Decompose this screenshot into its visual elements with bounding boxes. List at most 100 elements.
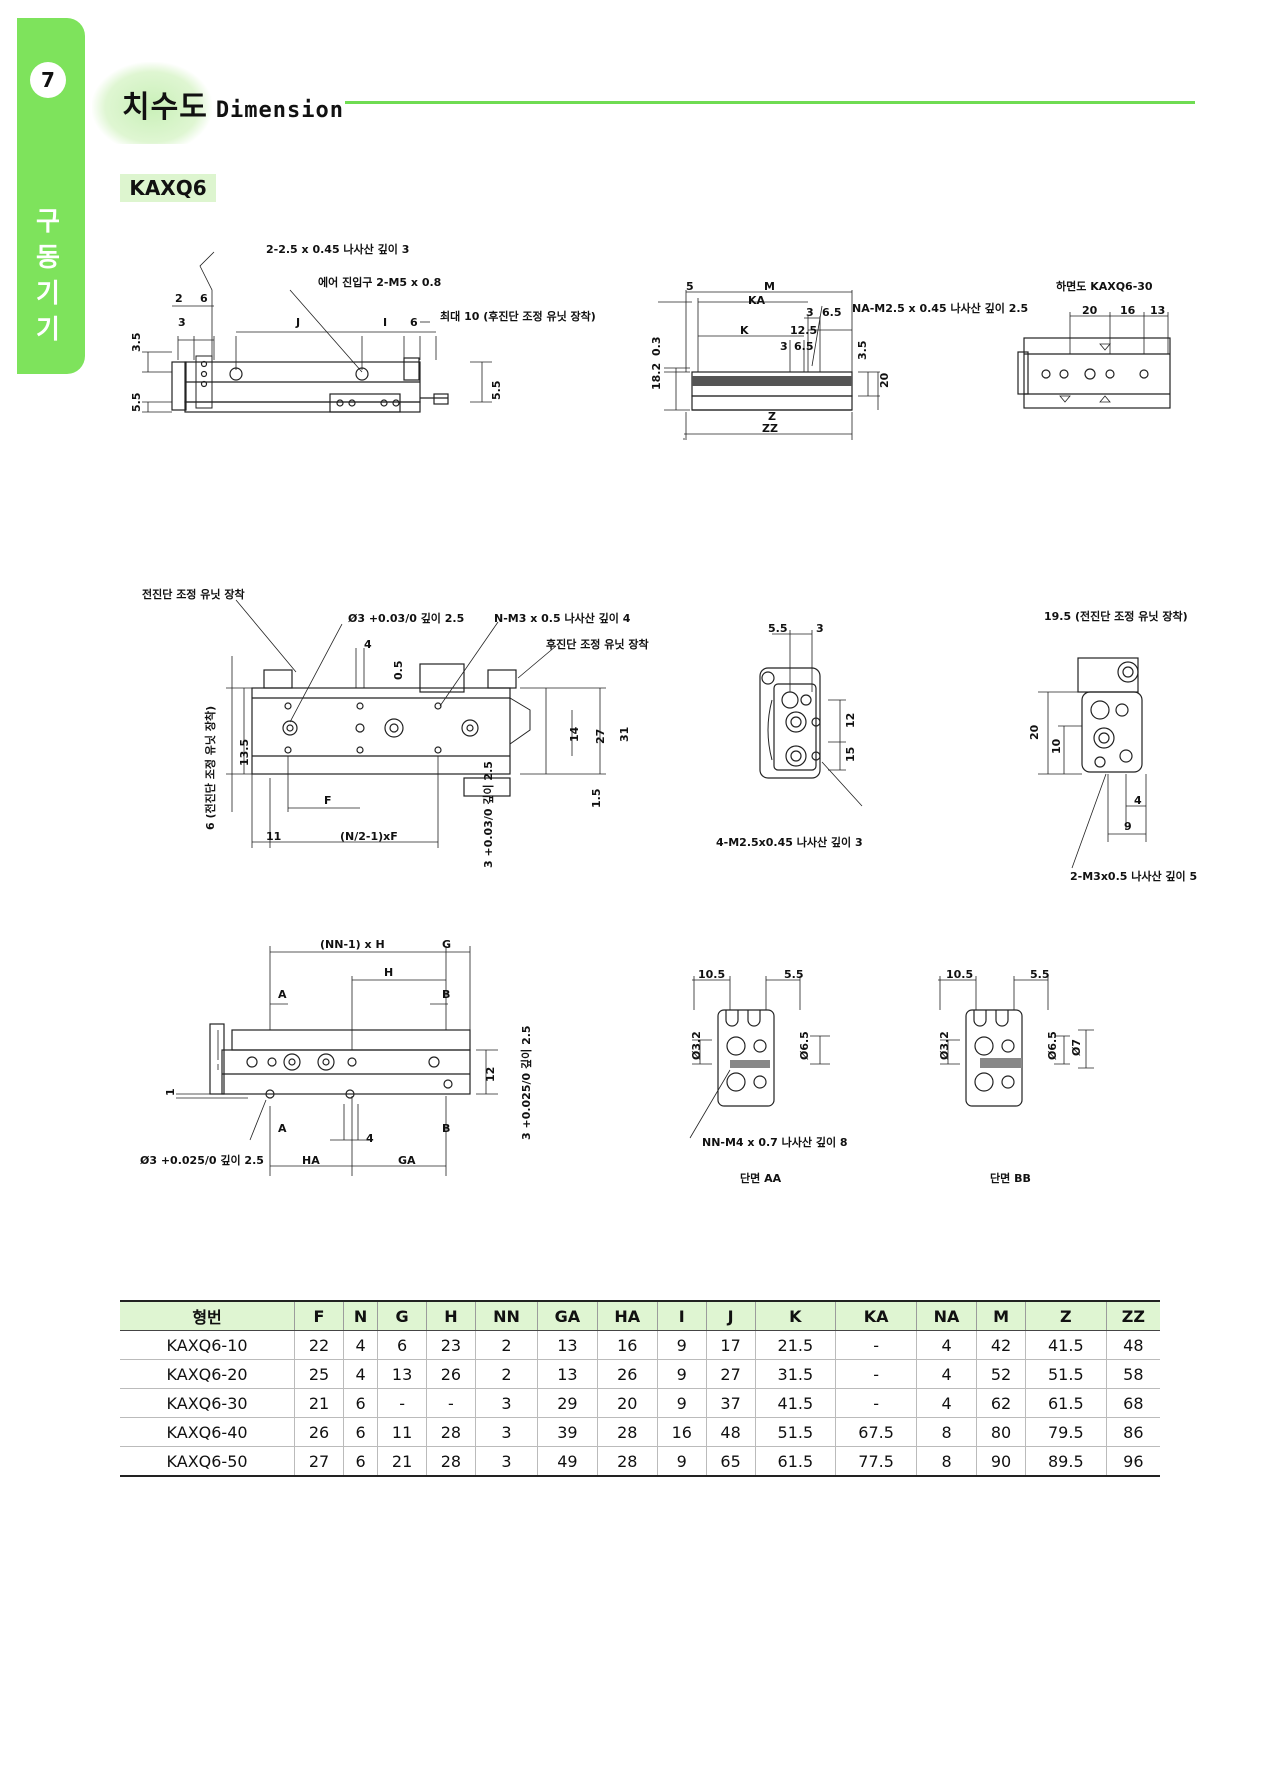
value-cell: 4: [915, 1330, 977, 1360]
side-label-char: 동: [36, 243, 60, 273]
dim-label: 31: [618, 727, 631, 742]
side-label-char: 구: [36, 207, 60, 237]
value-cell: 2: [474, 1330, 538, 1360]
value-cell: -: [835, 1388, 917, 1418]
drawing-top-right: [1017, 312, 1171, 409]
drawing-top-left: [142, 251, 492, 413]
chapter-number: 7: [30, 62, 66, 98]
value-cell: 86: [1105, 1417, 1160, 1447]
note-middle-right-top: 19.5 (전진단 조정 유닛 장착): [1044, 609, 1188, 623]
value-cell: 79.5: [1024, 1417, 1107, 1447]
value-cell: 13: [537, 1330, 598, 1360]
table-header: K: [754, 1300, 836, 1331]
drawing-section-aa: [689, 976, 830, 1139]
dim-label: G: [442, 938, 451, 951]
value-cell: 61.5: [754, 1446, 836, 1477]
table-header: J: [705, 1300, 755, 1331]
value-cell: 9: [656, 1359, 707, 1389]
dim-label: 4: [1134, 794, 1142, 807]
dim-label: 1.5: [590, 789, 603, 809]
value-cell: 9: [656, 1446, 707, 1477]
dim-label: 3: [178, 316, 186, 329]
value-cell: 4: [342, 1330, 378, 1360]
value-cell: 6: [377, 1330, 427, 1360]
dim-label: A: [278, 988, 287, 1001]
drawing-section-bb: [938, 976, 1094, 1107]
model-cell: KAXQ6-40: [120, 1417, 295, 1447]
table-header: NN: [474, 1300, 538, 1331]
dim-label: 13: [1150, 304, 1165, 317]
dim-label: 12: [844, 713, 857, 728]
dim-label: 12.5: [790, 324, 817, 337]
note-middle-left-thread: N-M3 x 0.5 나사산 깊이 4: [494, 611, 631, 625]
value-cell: 89.5: [1024, 1446, 1107, 1477]
dim-label: 20: [1082, 304, 1098, 317]
dim-label: KA: [748, 294, 766, 307]
value-cell: 26: [294, 1417, 344, 1447]
dim-label: 5: [686, 280, 694, 293]
value-cell: 31.5: [754, 1359, 836, 1389]
value-cell: 68: [1105, 1388, 1160, 1418]
table-header: Z: [1024, 1300, 1107, 1331]
dim-label: 5.5: [768, 622, 788, 635]
value-cell: 26: [596, 1359, 658, 1389]
dim-label: Ø3.2: [690, 1031, 703, 1060]
dim-label: 9: [1124, 820, 1132, 833]
table-header: 형번: [120, 1300, 295, 1331]
table-header: H: [426, 1300, 476, 1331]
value-cell: 11: [377, 1417, 427, 1447]
dim-label: 15: [844, 747, 857, 762]
dim-label: (NN-1) x H: [320, 938, 385, 951]
value-cell: 27: [294, 1446, 344, 1477]
value-cell: 28: [426, 1446, 476, 1477]
table-header: GA: [537, 1300, 598, 1331]
dim-label: 3.5: [130, 333, 143, 353]
drawing-middle-right: [1038, 657, 1147, 869]
dim-label: 11: [266, 830, 281, 843]
dim-label: 13.5: [238, 739, 251, 766]
value-cell: 37: [705, 1388, 755, 1418]
value-cell: 13: [377, 1359, 427, 1389]
value-cell: 4: [342, 1359, 378, 1389]
title-english: Dimension: [215, 98, 345, 123]
dim-label: 10.5: [946, 968, 973, 981]
table-header: ZZ: [1105, 1300, 1160, 1331]
dim-label: 5.5: [130, 393, 143, 413]
dim-label: 16: [1120, 304, 1136, 317]
value-cell: 21: [377, 1446, 427, 1477]
value-cell: 96: [1105, 1446, 1160, 1477]
dim-label: B: [442, 1122, 450, 1135]
note-slot: 3 +0.03/0 깊이 2.5: [481, 761, 495, 868]
value-cell: 4: [915, 1359, 977, 1389]
value-cell: 62: [976, 1388, 1026, 1418]
value-cell: 16: [596, 1330, 658, 1360]
section-bb-caption: 단면 BB: [990, 1171, 1031, 1185]
value-cell: 65: [705, 1446, 755, 1477]
model-cell: KAXQ6-50: [120, 1446, 295, 1477]
value-cell: 48: [1105, 1330, 1160, 1360]
value-cell: 49: [537, 1446, 598, 1477]
value-cell: 4: [915, 1388, 977, 1418]
dim-label: ZZ: [762, 422, 778, 435]
value-cell: 27: [705, 1359, 755, 1389]
value-cell: 25: [294, 1359, 344, 1389]
title-rule: [345, 101, 1195, 104]
value-cell: 61.5: [1024, 1388, 1107, 1418]
dim-label: J: [295, 316, 300, 329]
section-aa-caption: 단면 AA: [740, 1171, 782, 1185]
value-cell: -: [377, 1388, 427, 1418]
drawing-middle-center: [759, 630, 863, 807]
value-cell: 41.5: [1024, 1330, 1107, 1360]
dim-label: 2: [175, 292, 183, 305]
dim-label: 27: [594, 729, 607, 744]
dim-label: 5.5: [1030, 968, 1050, 981]
value-cell: 22: [294, 1330, 344, 1360]
chapter-side-tab: 7 구 동 기 기: [17, 18, 85, 374]
dim-label: 5.5: [784, 968, 804, 981]
model-cell: KAXQ6-10: [120, 1330, 295, 1360]
value-cell: 77.5: [835, 1446, 917, 1477]
chapter-side-label: 구 동 기 기: [17, 204, 79, 348]
dim-label: Ø7: [1070, 1039, 1083, 1056]
